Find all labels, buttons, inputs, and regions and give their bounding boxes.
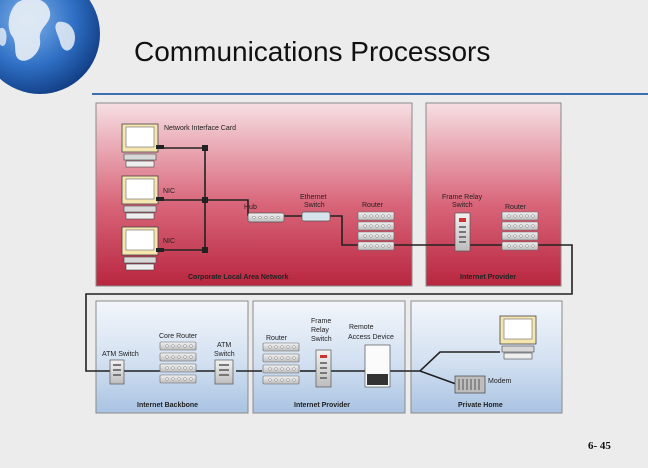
label-frame-relay-bottom-2: Relay [311, 327, 329, 334]
label-router-provider-bottom: Router [266, 335, 288, 342]
atm-switch-right-icon [214, 359, 234, 385]
title-divider [92, 93, 648, 95]
label-remote-access-2: Access Device [348, 334, 394, 341]
page-title: Communications Processors [134, 36, 491, 67]
label-atm-switch-left: ATM Switch [102, 351, 139, 358]
frame-relay-switch-top-icon [454, 212, 471, 252]
region-internet-provider-top [425, 102, 562, 287]
cabling [85, 147, 573, 385]
page-number: 6- 45 [588, 440, 611, 452]
label-frame-relay-top-1: Frame Relay [442, 194, 483, 201]
ethernet-switch-icon [301, 211, 331, 222]
remote-access-device-icon [364, 344, 391, 388]
region-private-home [410, 300, 563, 414]
label-ethernet-switch-1: Ethernet [300, 194, 327, 201]
label-nic-1: NIC [163, 188, 175, 195]
label-remote-access-1: Remote [349, 324, 374, 331]
label-ethernet-switch-2: Switch [304, 202, 325, 209]
label-internet-provider-top: Internet Provider [460, 274, 516, 281]
label-private-home: Private Home [458, 402, 503, 409]
label-hub: Hub [244, 204, 257, 211]
label-atm-switch-right-1: ATM [217, 342, 231, 349]
label-nic-2: NIC [163, 238, 175, 245]
label-router-provider-top: Router [505, 204, 527, 211]
label-atm-switch-right-2: Switch [214, 351, 235, 358]
label-internet-backbone: Internet Backbone [137, 402, 198, 409]
label-core-router: Core Router [159, 333, 198, 340]
frame-relay-switch-bottom-icon [315, 349, 332, 388]
globe-logo [0, 0, 100, 94]
label-frame-relay-bottom-1: Frame [311, 318, 331, 325]
label-internet-provider-bottom: Internet Provider [294, 402, 350, 409]
modem-icon [454, 375, 486, 394]
label-router-lan: Router [362, 202, 384, 209]
label-corporate-lan: Corporate Local Area Network [188, 274, 289, 281]
atm-switch-left-icon [109, 359, 125, 385]
label-frame-relay-top-2: Switch [452, 202, 473, 209]
label-modem: Modem [488, 378, 512, 385]
label-frame-relay-bottom-3: Switch [311, 336, 332, 343]
label-network-interface-card: Network Interface Card [164, 125, 236, 132]
